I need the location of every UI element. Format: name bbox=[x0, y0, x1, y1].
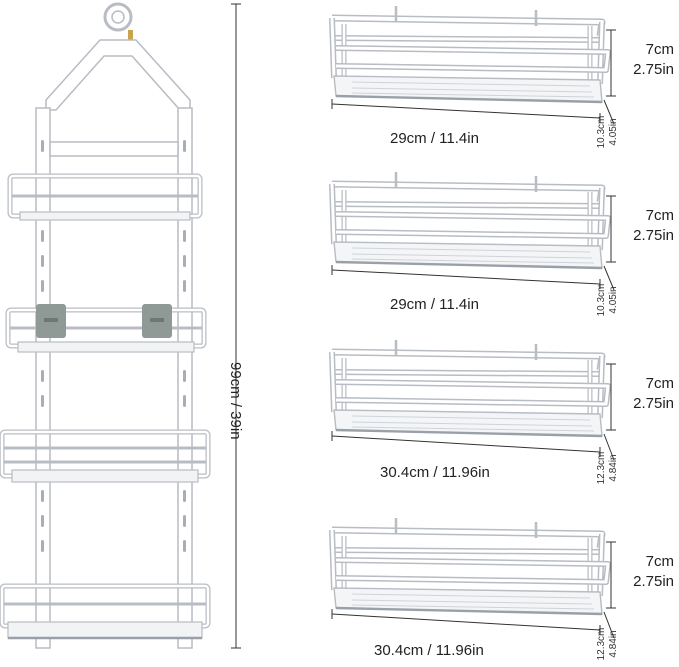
height-in: 2.75in bbox=[633, 227, 674, 244]
height-cm: 7cm bbox=[645, 553, 674, 570]
depth-cm: 10.3cm bbox=[596, 115, 607, 149]
height-cm: 7cm bbox=[645, 375, 674, 392]
basket-3 bbox=[332, 340, 616, 461]
basket-4 bbox=[332, 518, 616, 639]
basket-4-depth-label: 12.3cm 4.84in bbox=[596, 624, 620, 664]
height-dimension-line bbox=[231, 3, 241, 649]
depth-in: 4.05in bbox=[608, 118, 619, 146]
depth-in: 4.84in bbox=[608, 454, 619, 482]
basket-3-depth-label: 12.3cm 4.84in bbox=[596, 448, 620, 488]
basket-2 bbox=[332, 172, 616, 291]
basket-2-height-label: 7cm 2.75in bbox=[616, 206, 674, 246]
basket-1 bbox=[332, 6, 616, 125]
depth-in: 4.84in bbox=[608, 630, 619, 658]
depth-cm: 10.3cm bbox=[596, 283, 607, 317]
adhesive-hook bbox=[36, 304, 66, 338]
adhesive-hook bbox=[142, 304, 172, 338]
basket-1-width-label: 29cm / 11.4in bbox=[390, 130, 479, 147]
basket-4-height-label: 7cm 2.75in bbox=[616, 552, 674, 592]
basket-1-depth-label: 10.3cm 4.05in bbox=[596, 112, 620, 152]
height-in: 2.75in bbox=[633, 61, 674, 78]
basket-4-width-label: 30.4cm / 11.96in bbox=[374, 642, 484, 659]
basket-2-depth-label: 10.3cm 4.05in bbox=[596, 280, 620, 320]
basket-3-width-label: 30.4cm / 11.96in bbox=[380, 464, 490, 481]
depth-in: 4.05in bbox=[608, 286, 619, 314]
basket-3-height-label: 7cm 2.75in bbox=[616, 374, 674, 414]
height-cm: 7cm bbox=[645, 207, 674, 224]
caddy-height-label: 99cm / 39in bbox=[227, 362, 244, 440]
shower-caddy bbox=[0, 2, 211, 649]
basket-1-height-label: 7cm 2.75in bbox=[616, 40, 674, 80]
depth-cm: 12.3cm bbox=[596, 627, 607, 661]
height-in: 2.75in bbox=[633, 395, 674, 412]
depth-cm: 12.3cm bbox=[596, 451, 607, 485]
height-in: 2.75in bbox=[633, 573, 674, 590]
basket-2-width-label: 29cm / 11.4in bbox=[390, 296, 479, 313]
height-cm: 7cm bbox=[645, 41, 674, 58]
